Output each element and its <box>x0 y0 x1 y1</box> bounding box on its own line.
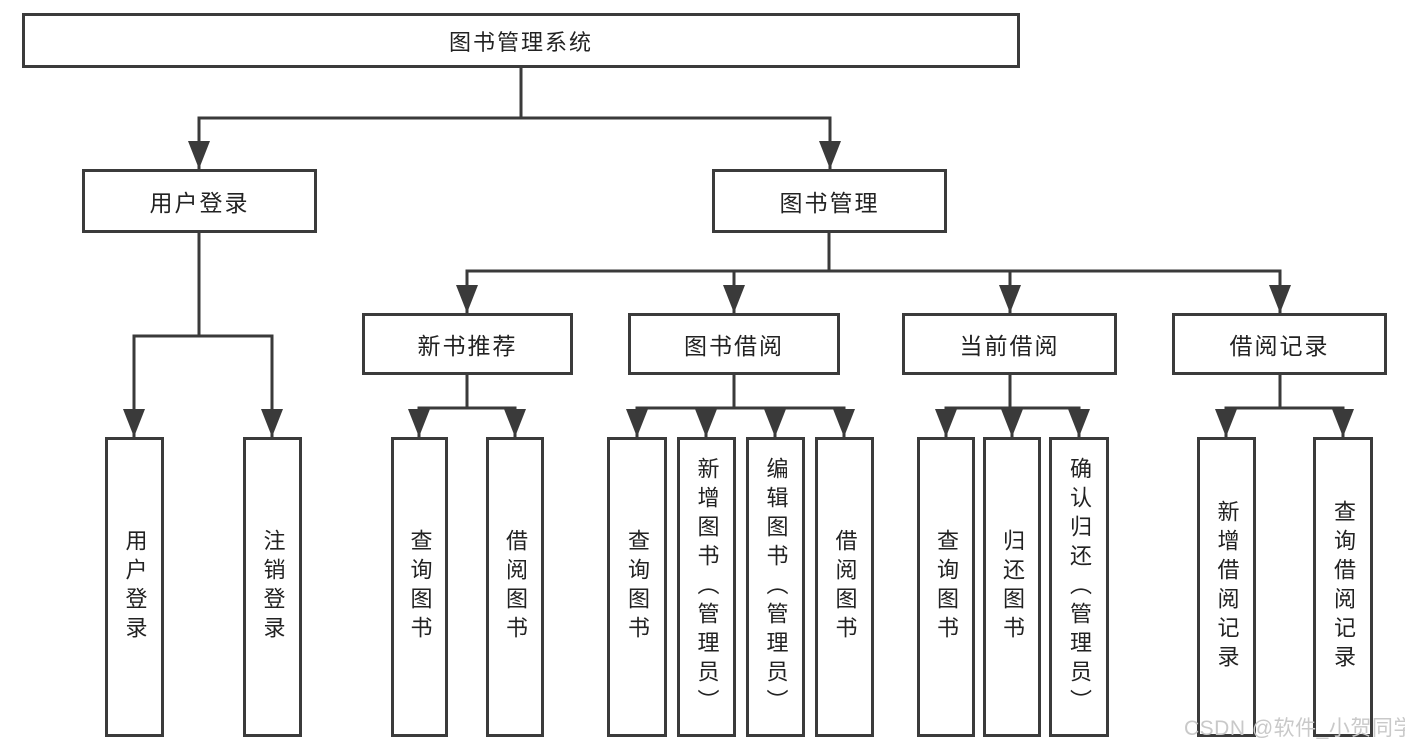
node-borrow-records: 借阅记录 <box>1172 313 1387 375</box>
leaf-borrow-books: 借阅图书 <box>815 437 874 737</box>
leaf-user-login-label: 用户登录 <box>122 529 148 645</box>
leaf-borrow-books-recommend: 借阅图书 <box>486 437 544 737</box>
node-library-system-root: 图书管理系统 <box>22 13 1020 68</box>
node-book-management: 图书管理 <box>712 169 947 233</box>
leaf-logout-label: 注销登录 <box>260 529 286 645</box>
leaf-query-books-borrow: 查询图书 <box>607 437 667 737</box>
node-book-borrow: 图书借阅 <box>628 313 840 375</box>
node-new-book-recommend: 新书推荐 <box>362 313 573 375</box>
leaf-confirm-return-admin: 确认归还（管理员） <box>1049 437 1109 737</box>
leaf-user-login: 用户登录 <box>105 437 164 737</box>
leaf-add-borrow-record-label: 新增借阅记录 <box>1214 500 1240 674</box>
leaf-query-books-borrow-label: 查询图书 <box>625 529 650 645</box>
leaf-query-borrow-record: 查询借阅记录 <box>1313 437 1373 737</box>
leaf-logout: 注销登录 <box>243 437 302 737</box>
leaf-borrow-books-label: 借阅图书 <box>832 529 858 645</box>
leaf-confirm-return-admin-label: 确认归还（管理员） <box>1067 456 1092 718</box>
leaf-add-books-admin-label: 新增图书（管理员） <box>694 456 720 718</box>
leaf-borrow-books-recommend-label: 借阅图书 <box>503 529 528 645</box>
leaf-query-books-current-label: 查询图书 <box>934 529 959 645</box>
leaf-edit-books-admin: 编辑图书（管理员） <box>746 437 805 737</box>
leaf-query-books-recommend-label: 查询图书 <box>407 529 433 645</box>
leaf-edit-books-admin-label: 编辑图书（管理员） <box>763 456 789 718</box>
leaf-query-books-current: 查询图书 <box>917 437 975 737</box>
leaf-add-books-admin: 新增图书（管理员） <box>677 437 736 737</box>
csdn-watermark: CSDN @软件_小贺同学 <box>1184 717 1405 740</box>
leaf-add-borrow-record: 新增借阅记录 <box>1197 437 1256 737</box>
node-user-login: 用户登录 <box>82 169 317 233</box>
leaf-query-borrow-record-label: 查询借阅记录 <box>1331 500 1356 674</box>
leaf-return-books-label: 归还图书 <box>1000 529 1025 645</box>
leaf-return-books: 归还图书 <box>983 437 1041 737</box>
leaf-query-books-recommend: 查询图书 <box>391 437 448 737</box>
node-current-borrow: 当前借阅 <box>902 313 1117 375</box>
